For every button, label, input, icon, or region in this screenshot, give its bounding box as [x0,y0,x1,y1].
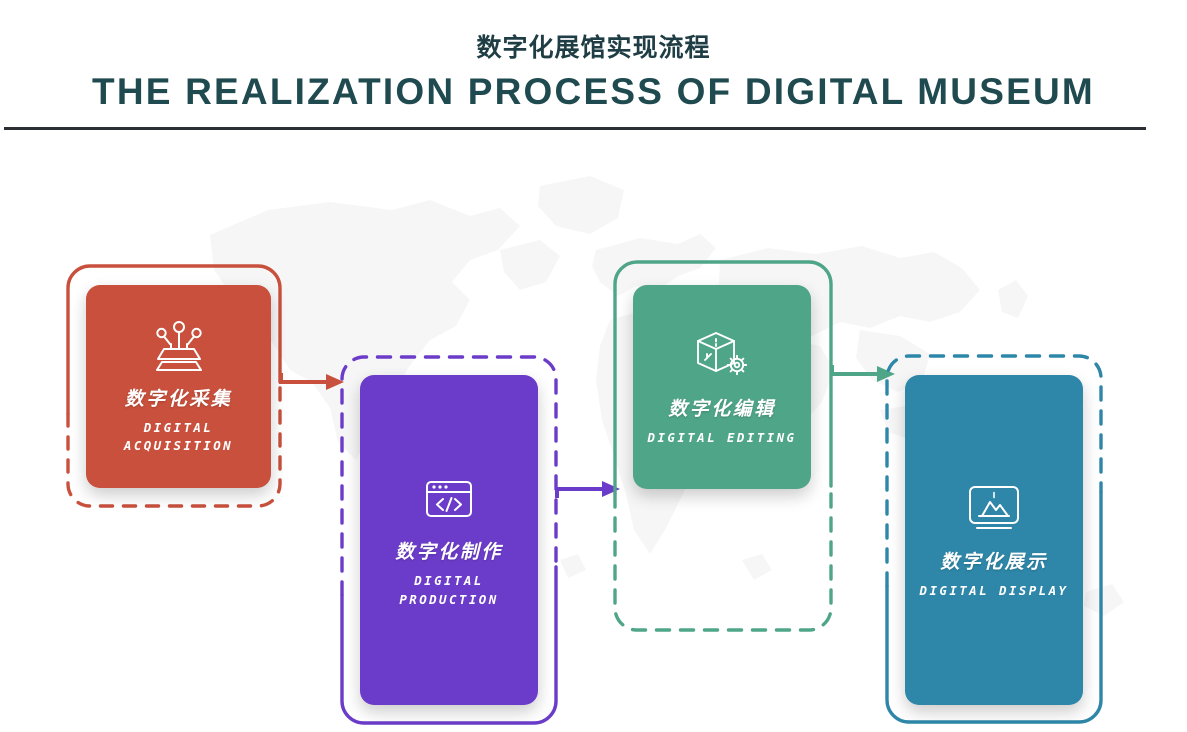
cube-gear-icon [691,327,753,385]
step-3-card[interactable]: 数字化编辑 DIGITAL EDITING [633,285,811,489]
presentation-screen-icon [963,480,1025,538]
scanner-icon [148,317,210,375]
step-4-title-en: DIGITAL DISPLAY [919,582,1069,598]
arrow-2-3 [554,477,624,501]
arrow-3-4 [829,362,899,386]
step-1-frame [66,264,282,508]
step-1-title-en: DIGITAL ACQUISITION [123,419,234,454]
page-title-cn: 数字化展馆实现流程 [476,34,711,62]
arrow-1-2 [278,370,348,394]
step-4-title-cn: 数字化展示 [940,551,1048,573]
process-flow: 数字化采集 DIGITAL ACQUISITION [0,130,1187,732]
step-2-title-en: DIGITAL PRODUCTION [399,573,499,607]
step-2-title-cn: 数字化制作 [395,542,503,564]
step-4-card[interactable]: 数字化展示 DIGITAL DISPLAY [905,375,1083,705]
header-divider [4,127,1146,130]
step-1-title-cn: 数字化采集 [124,388,233,410]
step-1-card[interactable]: 数字化采集 DIGITAL ACQUISITION [86,285,271,488]
code-window-icon [418,470,480,528]
page-title-en: THE REALIZATION PROCESS OF DIGITAL MUSEU… [92,71,1095,112]
step-2-frame [340,355,558,725]
step-3-frame [613,260,833,632]
step-3-title-en: DIGITAL EDITING [647,429,797,445]
step-2-card[interactable]: 数字化制作 DIGITAL PRODUCTION [360,375,538,705]
step-4-frame [885,354,1103,724]
page-header: 数字化展馆实现流程 THE REALIZATION PROCESS OF DIG… [0,0,1187,130]
step-3-title-cn: 数字化编辑 [668,398,776,420]
